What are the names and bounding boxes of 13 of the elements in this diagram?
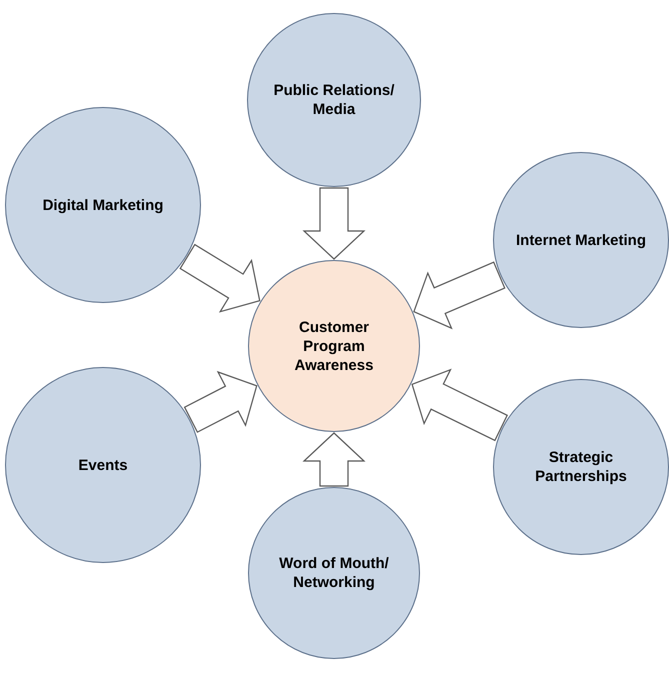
node-label: Customer Program Awareness (294, 318, 374, 374)
node-label: Events (78, 456, 128, 474)
node-label: Word of Mouth/ Networking (278, 554, 390, 592)
node-label: Digital Marketing (42, 196, 164, 214)
node-label: Public Relations/ Media (272, 81, 396, 119)
block-arrow (184, 370, 258, 433)
block-arrow (413, 261, 506, 330)
block-arrow (302, 432, 366, 487)
node-label: Strategic Partnerships (534, 448, 628, 486)
block-arrow (411, 368, 508, 442)
node-label: Internet Marketing (516, 230, 646, 250)
block-arrow (179, 244, 260, 313)
block-arrow (302, 187, 366, 260)
